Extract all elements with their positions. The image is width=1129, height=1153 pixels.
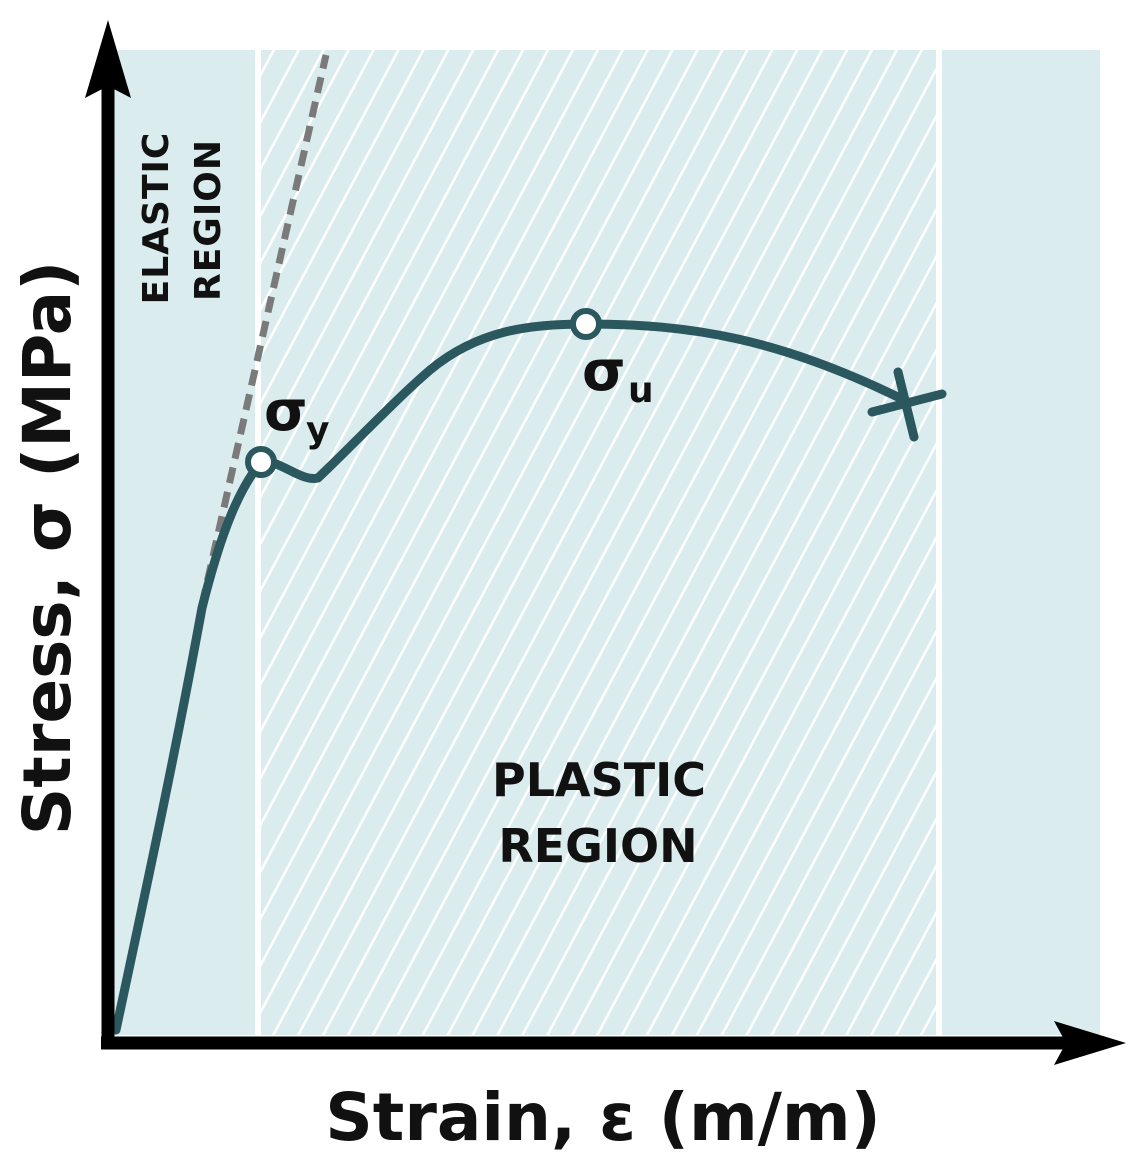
- plastic-region-label-line2: REGION: [498, 819, 697, 873]
- x-axis-arrowhead: [1054, 1021, 1126, 1065]
- y-axis-arrowhead: [85, 20, 131, 98]
- plastic-region-label-line1: PLASTIC: [492, 753, 706, 807]
- elastic-slope-line: [198, 54, 330, 606]
- yield-point-subscript: y: [306, 410, 329, 451]
- yield-point-symbol: σ: [264, 379, 308, 444]
- elastic-region-label-line2: REGION: [188, 139, 229, 301]
- plastic-region-hatch: [260, 50, 936, 1035]
- y-axis-title: Stress, σ (MPa): [9, 261, 86, 836]
- yield-point-marker: [245, 446, 277, 478]
- y-axis: [85, 20, 131, 1048]
- stress-strain-curve: [111, 319, 913, 1035]
- elastic-region-label-line1: ELASTIC: [136, 132, 177, 305]
- ultimate-point-symbol: σ: [582, 339, 626, 404]
- ultimate-point-marker: [570, 308, 602, 340]
- x-axis-title: Strain, ε (m/m): [325, 1079, 881, 1153]
- x-axis: [101, 1021, 1126, 1065]
- fracture-cross-icon: [867, 367, 947, 442]
- ultimate-point-subscript: u: [628, 370, 654, 411]
